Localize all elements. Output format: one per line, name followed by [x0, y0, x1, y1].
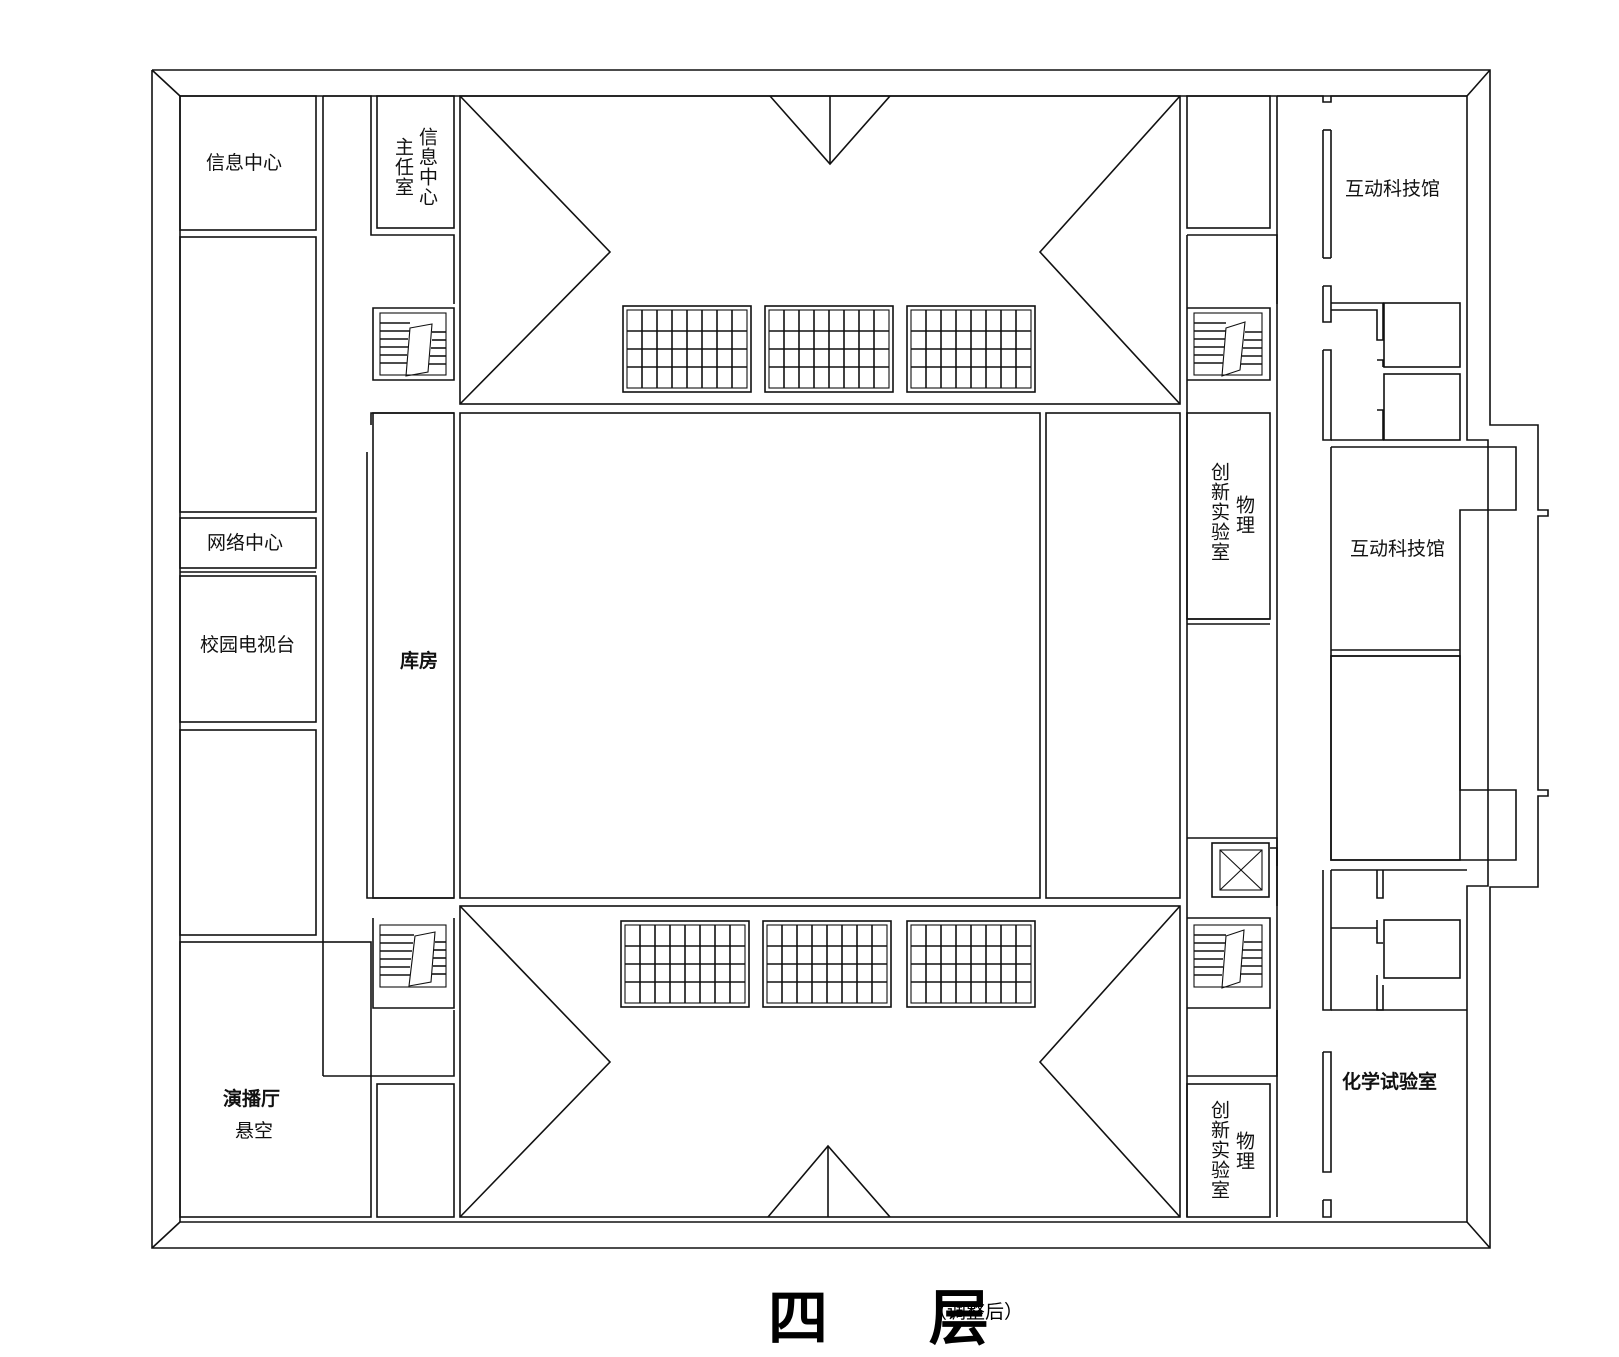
room-physics-lab-1-line2: 创新实验室 — [1207, 462, 1230, 562]
stair-left-upper — [372, 307, 455, 381]
room-suspended: 悬空 — [235, 1120, 274, 1142]
room-physics-lab-2-line1: 物理 — [1232, 1131, 1255, 1171]
elevator — [1211, 842, 1278, 898]
right-rooms — [1276, 95, 1517, 1218]
room-network-center: 网络中心 — [207, 532, 284, 554]
stair-right-upper — [1187, 307, 1271, 381]
outer-wall — [151, 69, 1549, 1249]
room-physics-lab-1-line1: 物理 — [1232, 495, 1255, 535]
stair-left-lower — [372, 918, 455, 1009]
room-campus-tv: 校园电视台 — [200, 634, 296, 656]
room-physics-lab-2-line2: 创新实验室 — [1207, 1100, 1230, 1200]
room-info-center: 信息中心 — [206, 152, 283, 174]
central-atrium — [459, 95, 1181, 1218]
left-corridor — [322, 95, 455, 1218]
stair-right-lower — [1187, 917, 1271, 1009]
room-interactive-tech-1: 互动科技馆 — [1345, 178, 1441, 200]
room-studio-hall: 演播厅 — [223, 1088, 281, 1110]
skylights-lower — [620, 920, 1036, 1008]
left-rooms — [179, 95, 372, 1218]
room-info-director-line1: 信息中心 — [415, 127, 438, 207]
room-interactive-tech-2: 互动科技馆 — [1350, 538, 1446, 560]
floor-subtitle: （调整后） — [928, 1301, 1024, 1323]
floor-title: 四 层 — [768, 1284, 1029, 1354]
room-info-director-line2: 主任室 — [391, 137, 414, 197]
room-storage: 库房 — [400, 650, 439, 672]
room-chemistry-lab: 化学试验室 — [1342, 1071, 1438, 1093]
right-inner-column — [1186, 95, 1278, 1218]
skylights-upper — [622, 305, 1036, 393]
